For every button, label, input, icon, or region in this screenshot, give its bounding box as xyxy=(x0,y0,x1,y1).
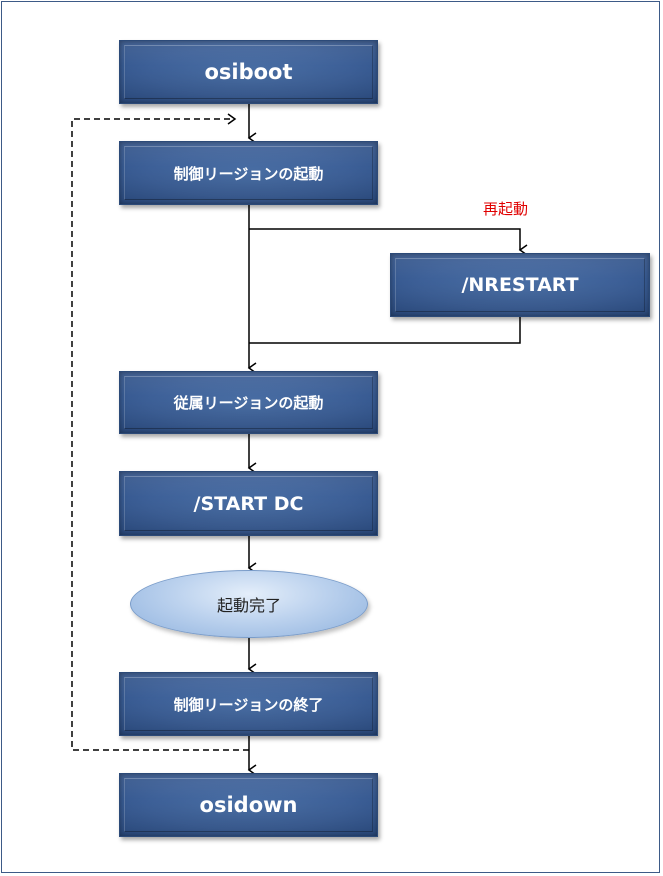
node-start-dc-label: /START DC xyxy=(193,492,304,515)
node-nrestart-label: /NRESTART xyxy=(461,274,579,296)
node-control-region-end: 制御リージョンの終了 xyxy=(119,672,378,736)
node-dependent-region-start: 従属リージョンの起動 xyxy=(119,371,378,434)
node-start-dc: /START DC xyxy=(119,471,378,536)
node-startup-complete-label: 起動完了 xyxy=(216,596,281,615)
node-control-region-start: 制御リージョンの起動 xyxy=(119,141,378,205)
dashed-loop-back xyxy=(71,113,249,751)
node-control-region-end-label: 制御リージョンの終了 xyxy=(173,695,324,714)
line-nrestart-return xyxy=(249,317,521,344)
node-osidown: osidown xyxy=(119,773,378,837)
arrow-to-nrestart xyxy=(249,228,528,256)
node-osiboot-label: osiboot xyxy=(204,60,293,84)
node-startup-complete: 起動完了 xyxy=(130,570,368,638)
restart-label: 再起動 xyxy=(483,200,529,218)
node-control-region-start-label: 制御リージョンの起動 xyxy=(173,164,324,183)
node-dependent-region-start-label: 従属リージョンの起動 xyxy=(173,394,324,412)
node-osiboot: osiboot xyxy=(119,40,378,104)
node-nrestart: /NRESTART xyxy=(390,253,650,317)
node-osidown-label: osidown xyxy=(199,793,298,817)
